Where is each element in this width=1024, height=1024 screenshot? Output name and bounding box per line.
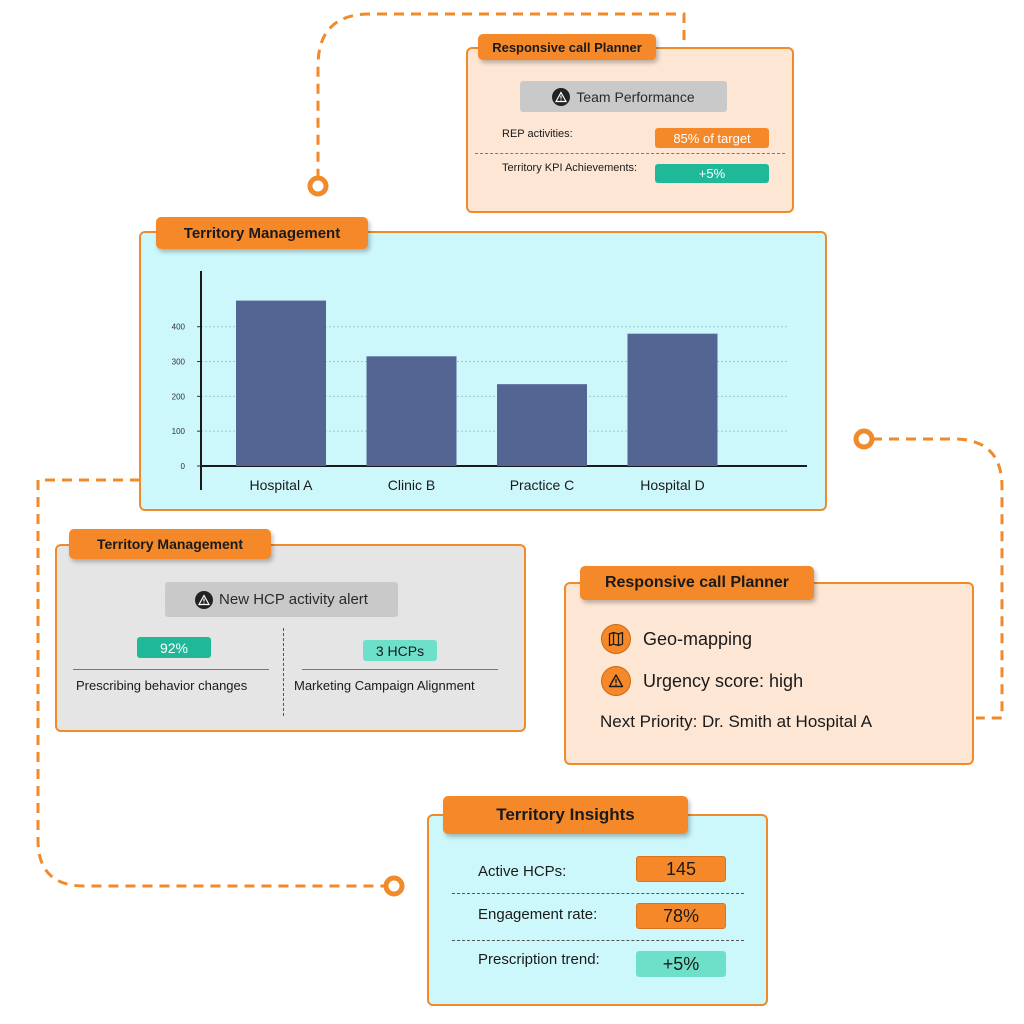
warning-icon: [552, 87, 571, 106]
divider: [302, 669, 498, 670]
territory-chart-card-tab: Territory Management: [156, 217, 368, 249]
bar-hospital-d: [627, 333, 718, 466]
territory-kpi-value: +5%: [655, 164, 769, 183]
connector-node-right: [853, 428, 875, 450]
divider: [452, 940, 744, 941]
team-performance-card-tab: Responsive call Planner: [478, 34, 656, 60]
y-tick-label: 0: [181, 462, 186, 471]
warning-icon: [195, 590, 214, 609]
prescribing-label: Prescribing behavior changes: [76, 678, 248, 693]
x-tick-label: Practice C: [510, 477, 575, 493]
team-performance-label: Team Performance: [576, 88, 695, 105]
new-hcp-alert-label: New HCP activity alert: [219, 591, 368, 608]
call-planner-card-tab: Responsive call Planner: [580, 566, 814, 600]
bar-clinic-b: [366, 356, 457, 466]
prescription-trend-label: Prescription trend:: [478, 951, 600, 968]
territory-kpi-label: Territory KPI Achievements:: [502, 162, 638, 174]
y-tick-label: 200: [172, 392, 186, 401]
divider: [283, 628, 284, 716]
rep-activities-label: REP activities:: [502, 128, 573, 140]
territory-insights-card-tab: Territory Insights: [443, 796, 688, 834]
bar-practice-c: [497, 384, 587, 466]
divider: [475, 153, 785, 154]
next-priority-label: Next Priority: Dr. Smith at Hospital A: [600, 712, 873, 731]
map-icon: [601, 624, 631, 654]
active-hcps-label: Active HCPs:: [478, 863, 567, 880]
geo-mapping-label: Geo-mapping: [643, 629, 753, 649]
connector-node-bottom: [383, 875, 405, 897]
new-hcp-alert-button[interactable]: New HCP activity alert: [165, 582, 398, 617]
warning-icon: [601, 666, 631, 696]
divider: [452, 893, 744, 894]
urgency-score-label: Urgency score: high: [643, 671, 804, 691]
y-tick-label: 400: [172, 323, 186, 332]
engagement-rate-label: Engagement rate:: [478, 906, 598, 923]
prescription-trend-value: +5%: [636, 951, 726, 977]
x-tick-label: Hospital A: [249, 477, 313, 493]
y-tick-label: 100: [172, 427, 186, 436]
hcp-alert-card-tab: Territory Management: [69, 529, 271, 559]
prescribing-value: 92%: [137, 637, 211, 658]
x-tick-label: Clinic B: [388, 477, 435, 493]
rep-activities-value: 85% of target: [655, 128, 769, 148]
x-tick-label: Hospital D: [640, 477, 705, 493]
active-hcps-value: 145: [636, 856, 726, 882]
campaign-alignment-label: Marketing Campaign Alignment: [294, 678, 475, 693]
bar-hospital-a: [236, 300, 326, 466]
hcp-alert-card: [55, 544, 526, 732]
y-tick-label: 300: [172, 358, 186, 367]
call-planner-card: [564, 582, 974, 765]
connector-node-top: [307, 175, 329, 197]
divider: [73, 669, 269, 670]
engagement-rate-value: 78%: [636, 903, 726, 929]
team-performance-button[interactable]: Team Performance: [520, 81, 727, 112]
campaign-alignment-value: 3 HCPs: [363, 640, 437, 661]
